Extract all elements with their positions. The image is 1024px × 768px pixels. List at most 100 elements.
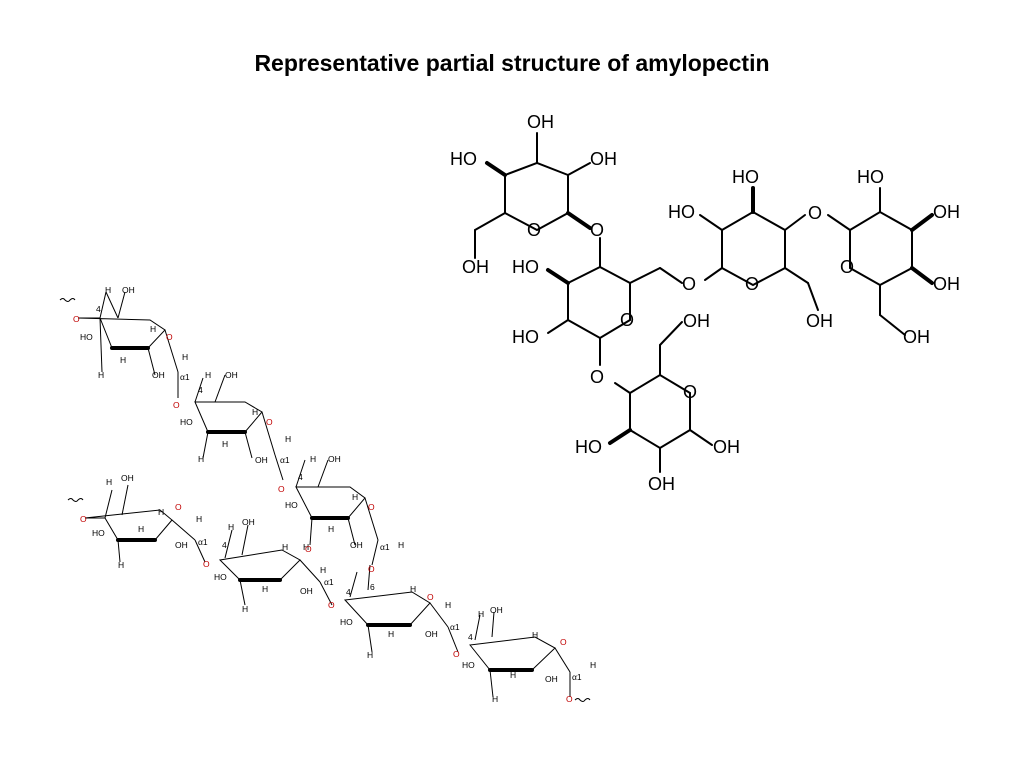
ring-oxygen-label: O — [166, 332, 173, 342]
h-label: H — [242, 604, 248, 614]
h-label: H — [478, 609, 484, 619]
chair-unit-6 — [343, 564, 459, 653]
ring-oxygen-label: O — [745, 274, 759, 294]
bridge-oxygen-label: O — [453, 649, 460, 659]
h-label: H — [118, 560, 124, 570]
bridge-oxygen-label: O — [278, 484, 285, 494]
ho-label: HO — [80, 332, 93, 342]
ho-label: HO — [512, 327, 539, 347]
alpha1-label: α1 — [324, 577, 334, 587]
chair-unit-4 — [84, 484, 206, 563]
h-label: H — [205, 370, 211, 380]
ring-oxygen-label: O — [305, 544, 312, 554]
oh-label: OH — [122, 285, 135, 295]
skeletal-structure: OH HO OH O O OH HO HO O O OH O O HO OH O… — [450, 112, 960, 494]
h-label: H — [328, 524, 334, 534]
h-label: H — [532, 630, 538, 640]
carbon-number-label: 4 — [198, 385, 203, 395]
h-label: H — [252, 407, 258, 417]
oh-label: OH — [425, 629, 438, 639]
ho-label: HO — [668, 202, 695, 222]
chair-unit-7 — [469, 611, 571, 698]
glucose-ring-3 — [608, 321, 713, 473]
h-label: H — [105, 285, 111, 295]
h-label: H — [367, 650, 373, 660]
ho-label: HO — [214, 572, 227, 582]
h-label: H — [388, 629, 394, 639]
oh-label: OH — [713, 437, 740, 457]
bridge-oxygen-label: O — [173, 400, 180, 410]
h-label: H — [222, 439, 228, 449]
ho-label: HO — [857, 167, 884, 187]
bridge-oxygen-label: O — [682, 274, 696, 294]
ho-label: HO — [285, 500, 298, 510]
glucose-ring-1 — [474, 132, 592, 259]
oh-label: OH — [490, 605, 503, 615]
h-label: H — [138, 524, 144, 534]
chair-unit-5 — [218, 524, 333, 606]
carbon-number-label: 6 — [370, 582, 375, 592]
bridge-oxygen-label: O — [368, 564, 375, 574]
carbon-number-label: 4 — [346, 587, 351, 597]
oh-label: OH — [590, 149, 617, 169]
slide-title: Representative partial structure of amyl… — [254, 50, 770, 76]
oh-label: OH — [328, 454, 341, 464]
h-label: H — [410, 584, 416, 594]
bridge-oxygen-label: O — [328, 600, 335, 610]
ring-oxygen-label: O — [368, 502, 375, 512]
glucose-ring-4 — [699, 186, 819, 311]
ho-label: HO — [450, 149, 477, 169]
ho-label: HO — [92, 528, 105, 538]
oh-label: OH — [683, 311, 710, 331]
h-label: H — [106, 477, 112, 487]
oh-label: OH — [255, 455, 268, 465]
ho-label: HO — [180, 417, 193, 427]
oh-label: OH — [225, 370, 238, 380]
carbon-number-label: 4 — [298, 472, 303, 482]
oh-label: OH — [175, 540, 188, 550]
h-label: H — [198, 454, 204, 464]
chain-continuation-mark — [67, 498, 84, 502]
ho-label: HO — [512, 257, 539, 277]
carbon-number-label: 4 — [96, 304, 101, 314]
oh-label: OH — [152, 370, 165, 380]
oh-label: OH — [545, 674, 558, 684]
carbon-number-label: 4 — [468, 632, 473, 642]
ho-label: HO — [462, 660, 475, 670]
oh-label: OH — [933, 274, 960, 294]
bridge-oxygen-label: O — [590, 220, 604, 240]
ring-oxygen-label: O — [560, 637, 567, 647]
h-label: H — [492, 694, 498, 704]
h-label: H — [590, 660, 596, 670]
bridge-oxygen-label: O — [203, 559, 210, 569]
ho-label: HO — [575, 437, 602, 457]
chair-unit-1 — [77, 291, 179, 398]
h-label: H — [196, 514, 202, 524]
alpha1-label: α1 — [450, 622, 460, 632]
bridge-oxygen-label: O — [808, 203, 822, 223]
oh-label: OH — [462, 257, 489, 277]
chain-continuation-mark — [59, 298, 76, 302]
oh-label: OH — [242, 517, 255, 527]
bridge-oxygen-label: O — [590, 367, 604, 387]
h-label: H — [98, 370, 104, 380]
alpha1-label: α1 — [180, 372, 190, 382]
ho-label: HO — [732, 167, 759, 187]
h-label: H — [303, 542, 309, 552]
oh-label: OH — [350, 540, 363, 550]
alpha1-label: α1 — [280, 455, 290, 465]
ring-oxygen-label: O — [840, 257, 854, 277]
alpha1-label: α1 — [198, 537, 208, 547]
oh-label: OH — [903, 327, 930, 347]
oh-label: OH — [648, 474, 675, 494]
ho-label: HO — [340, 617, 353, 627]
ring-oxygen-label: O — [175, 502, 182, 512]
h-label: H — [158, 507, 164, 517]
h-label: H — [262, 584, 268, 594]
glucose-ring-5 — [827, 187, 934, 336]
oh-label: OH — [527, 112, 554, 132]
oh-label: OH — [806, 311, 833, 331]
ring-oxygen-label: O — [427, 592, 434, 602]
h-label: H — [320, 565, 326, 575]
